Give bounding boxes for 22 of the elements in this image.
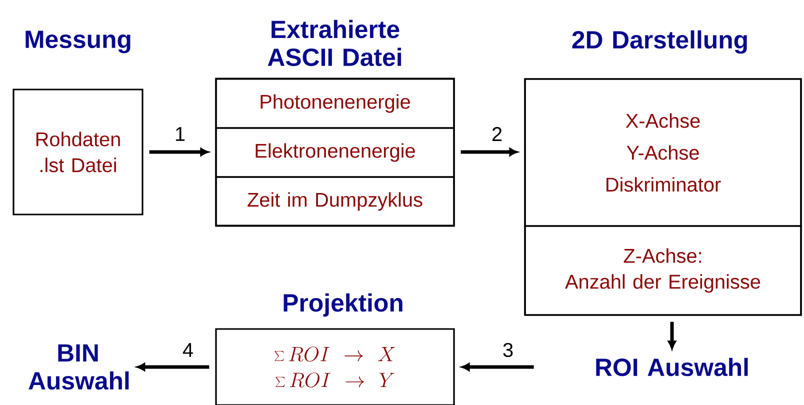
table-cell: Z-Achse: Anzahl der Ereignisse	[524, 225, 802, 316]
table-cell: X-Achse Y-Achse Diskriminator	[524, 78, 802, 227]
arrow	[149, 148, 208, 156]
table-cell: Photonenenergie	[215, 78, 455, 129]
arrow	[462, 363, 534, 371]
table-cell: Zeit im Dumpzyklus	[215, 176, 455, 227]
formula-box: $\sum ROI \to X$ $\sum ROI \to Y$	[215, 328, 455, 405]
arrow	[136, 363, 210, 371]
file-box: Rohdaten .lst Datei	[12, 88, 144, 216]
heading-text: Extrahierte ASCII Datei	[268, 20, 402, 66]
heading-text: Projektion	[284, 293, 402, 317]
edge-label: 4	[181, 342, 195, 358]
heading-text: Messung	[26, 30, 130, 54]
heading-text: BIN Auswahl	[28, 344, 129, 390]
edge-label: 3	[501, 342, 515, 358]
edge-label: 2	[490, 126, 504, 142]
arrow	[460, 148, 518, 156]
heading-text: ROI Auswahl	[596, 358, 748, 376]
arrow	[668, 322, 676, 349]
table-cell: Elektronenenergie	[215, 127, 455, 178]
heading-text: 2D Darstellung	[572, 30, 747, 54]
edge-label: 1	[173, 126, 187, 142]
